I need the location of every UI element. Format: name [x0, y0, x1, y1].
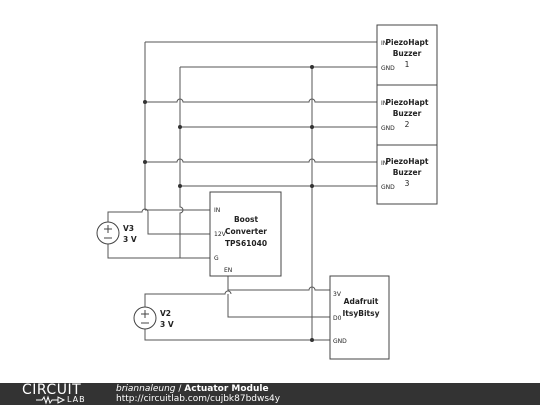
adafruit-d0-pin: D0: [333, 315, 342, 322]
circuit-url-link[interactable]: http://circuitlab.com/cujbk87bdws4y: [116, 394, 281, 404]
wire-d0: [227, 294, 330, 318]
buzzer-1-label-1: PiezoHapt: [386, 38, 429, 47]
junction-dot: [178, 184, 182, 188]
adafruit-gnd-pin: GND: [333, 338, 347, 345]
voltage-source-v2[interactable]: V2 3 V: [133, 306, 174, 330]
wire-v2-bottom: [144, 329, 330, 341]
buzzer-1-label-3: 1: [405, 60, 410, 69]
adafruit-label-2: ItsyBitsy: [343, 309, 380, 318]
wire-v2-top: [144, 290, 232, 307]
circuit-title: Actuator Module: [184, 384, 269, 394]
junction-dot: [178, 125, 182, 129]
buzzer-2-body: [376, 84, 438, 146]
junction-dot: [143, 100, 147, 104]
boost-label-1: Boost: [234, 215, 258, 224]
v2-name: V2: [160, 309, 171, 318]
junction-dot: [143, 160, 147, 164]
author-link[interactable]: briannaleung: [116, 384, 176, 394]
wires: [107, 41, 377, 341]
buzzer-1-in-pin: IN: [381, 40, 387, 47]
adafruit-itsybitsy[interactable]: 3V D0 GND Adafruit ItsyBitsy: [329, 275, 390, 360]
buzzer-3-label-2: Buzzer: [393, 168, 422, 177]
circuitlab-logo[interactable]: CIRCUIT LAB: [22, 382, 92, 405]
buzzer-1-label-2: Buzzer: [393, 49, 422, 58]
v3-name: V3: [123, 224, 134, 233]
junction-dot: [310, 125, 314, 129]
buzzer-3[interactable]: IN GND PiezoHapt Buzzer 3: [376, 144, 438, 205]
buzzer-2-in-pin: IN: [381, 100, 387, 107]
buzzer-2[interactable]: IN GND PiezoHapt Buzzer 2: [376, 84, 438, 146]
buzzer-2-label-3: 2: [405, 120, 410, 129]
boost-converter-body: [209, 191, 282, 277]
boost-en-pin: EN: [224, 267, 232, 274]
boost-label-3: TPS61040: [225, 239, 267, 248]
wire-buzzer2-in: [145, 98, 377, 103]
voltage-source-v3[interactable]: V3 3 V: [96, 221, 137, 245]
buzzer-1[interactable]: IN GND PiezoHapt Buzzer 1: [376, 24, 438, 86]
adafruit-body: [329, 275, 390, 360]
buzzer-2-label-2: Buzzer: [393, 109, 422, 118]
junction-dot: [310, 184, 314, 188]
logo-circuit-icon: [36, 395, 66, 405]
buzzer-3-in-pin: IN: [381, 160, 387, 167]
attribution-separator: /: [175, 384, 185, 394]
boost-label-2: Converter: [225, 227, 267, 236]
boost-converter[interactable]: IN 12V G EN Boost Converter TPS61040: [209, 191, 282, 277]
footer-attribution: briannaleung / Actuator Module: [116, 384, 269, 394]
wire-en: [227, 276, 330, 291]
buzzer-3-body: [376, 144, 438, 205]
junction-dot: [310, 65, 314, 69]
logo-bottom-text: LAB: [67, 395, 86, 404]
buzzer-1-gnd-pin: GND: [381, 65, 395, 72]
junctions: [143, 65, 314, 342]
boost-g-pin: G: [214, 255, 219, 262]
logo-top-text: CIRCUIT: [22, 382, 82, 398]
wire-buzzer3-in: [145, 158, 377, 163]
boost-in-pin: IN: [214, 207, 220, 214]
wire-v3-top: [107, 208, 210, 235]
v2-value: 3 V: [160, 320, 174, 329]
buzzer-3-label-1: PiezoHapt: [386, 157, 429, 166]
boost-12v-pin: 12V: [214, 231, 227, 238]
buzzer-3-label-3: 3: [405, 179, 410, 188]
buzzer-2-label-1: PiezoHapt: [386, 98, 429, 107]
wire-v3-bottom: [107, 244, 210, 259]
junction-dot: [310, 338, 314, 342]
v3-value: 3 V: [123, 235, 137, 244]
buzzer-2-gnd-pin: GND: [381, 125, 395, 132]
adafruit-label-1: Adafruit: [344, 297, 379, 306]
footer-bar: CIRCUIT LAB briannaleung / Actuator Modu…: [0, 382, 540, 405]
buzzer-3-gnd-pin: GND: [381, 184, 395, 191]
adafruit-3v-pin: 3V: [333, 291, 342, 298]
